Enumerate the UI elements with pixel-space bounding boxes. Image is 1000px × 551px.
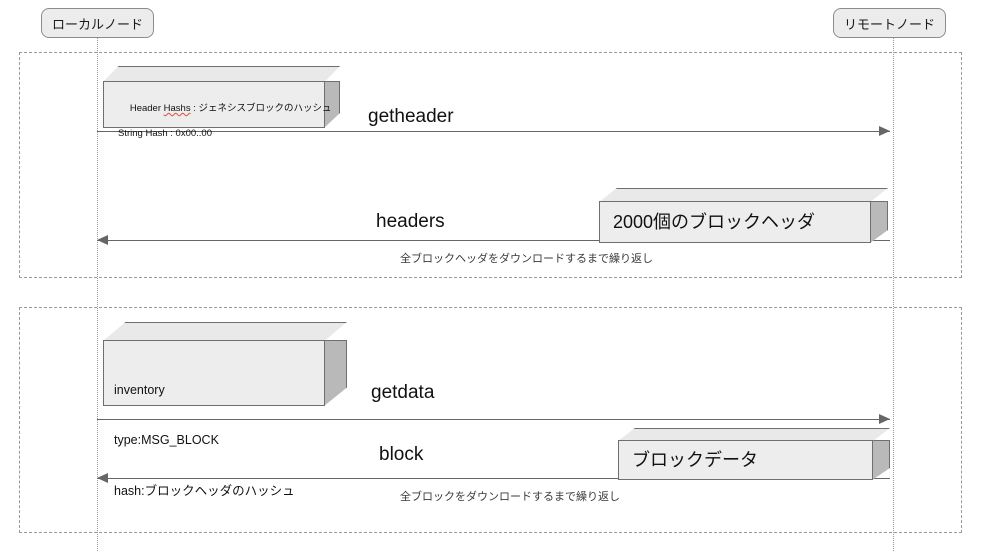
lifeline-local-node — [97, 38, 98, 551]
message-label-getdata: getdata — [371, 382, 435, 403]
note-header-hash-front-face — [103, 81, 325, 128]
note-headers-payload-text: 2000個のブロックヘッダ — [613, 212, 816, 232]
lifeline-remote-node — [893, 38, 894, 551]
arrowhead-left-block-icon — [97, 473, 108, 483]
note-inventory-line2: type:MSG_BLOCK — [114, 433, 219, 448]
note-block-payload-text: ブロックデータ — [632, 450, 758, 470]
note-header-hash-top-face — [103, 66, 340, 82]
message-label-block: block — [379, 444, 424, 465]
note-block-payload-side-face — [872, 440, 890, 480]
note-header-hash-line1: Header Hashs : ジェネシスブロックのハッシュ — [129, 102, 332, 114]
message-arrow-block[interactable] — [97, 478, 890, 479]
fragment-frame-blocks-loop[interactable] — [19, 307, 962, 533]
note-headers-payload-top-face — [599, 188, 888, 202]
note-header-hash[interactable]: Header Hashs : ジェネシスブロックのハッシュ String Has… — [103, 66, 355, 139]
message-label-headers: headers — [376, 211, 445, 232]
note-inventory-line3: hash:ブロックヘッダのハッシュ — [114, 484, 295, 498]
note-headers-payload-side-face — [870, 201, 888, 243]
note-header-hash-line2: String Hash : 0x00..00 — [118, 128, 212, 140]
note-inventory-line1: inventory — [114, 382, 165, 397]
message-arrow-headers[interactable] — [97, 240, 890, 241]
repeat-note-blocks-loop: 全ブロックをダウンロードするまで繰り返し — [400, 491, 620, 503]
note-inventory[interactable]: inventory type:MSG_BLOCK hash:ブロックヘッダのハッ… — [103, 322, 348, 498]
note-inventory-text: inventory type:MSG_BLOCK hash:ブロックヘッダのハッ… — [114, 348, 295, 534]
note-inventory-side-face — [324, 340, 347, 406]
message-label-getheader: getheader — [368, 106, 454, 127]
note-headers-payload[interactable]: 2000個のブロックヘッダ — [599, 188, 889, 243]
repeat-note-headers-loop: 全ブロックヘッダをダウンロードするまで繰り返し — [400, 253, 653, 265]
arrowhead-left-headers-icon — [97, 235, 108, 245]
participant-remote-node-label: リモートノード — [843, 16, 935, 32]
note-headers-payload-front-face — [599, 201, 871, 243]
arrowhead-right-getdata-icon — [879, 414, 890, 424]
participant-local-node[interactable]: ローカルノード — [41, 8, 154, 38]
misspelled-word: Hashs — [163, 102, 191, 114]
message-arrow-getdata[interactable] — [97, 419, 890, 420]
note-inventory-top-face — [103, 322, 347, 341]
note-header-hash-text: Header Hashs : ジェネシスブロックのハッシュ String Has… — [114, 90, 332, 167]
participant-remote-node[interactable]: リモートノード — [833, 8, 946, 38]
note-inventory-front-face — [103, 340, 325, 406]
fragment-frame-headers-loop[interactable] — [19, 52, 962, 278]
participant-local-node-label: ローカルノード — [51, 16, 143, 32]
message-arrow-getheader[interactable] — [97, 131, 890, 132]
arrowhead-right-getheader-icon — [879, 126, 890, 136]
note-block-payload-front-face — [618, 440, 873, 480]
note-block-payload[interactable]: ブロックデータ — [618, 428, 890, 480]
